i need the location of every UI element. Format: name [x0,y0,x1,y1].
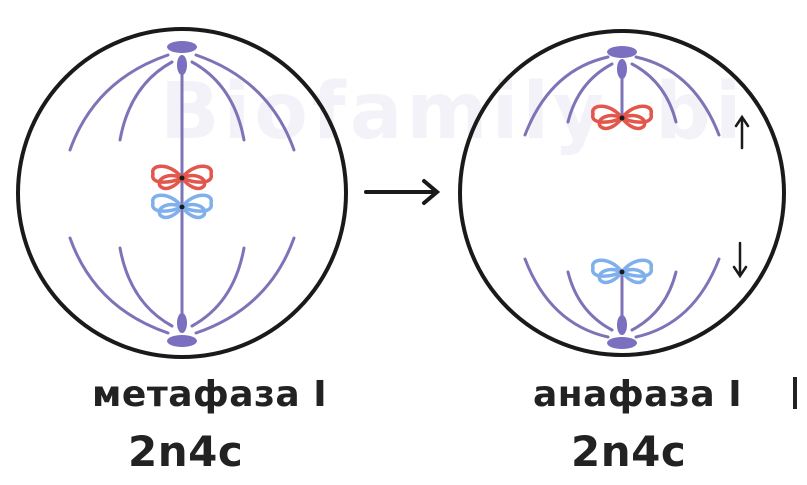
centromere-red [179,175,185,181]
spindle-pole-top [607,46,637,79]
formula-label-metaphase: 2n4c [128,427,244,476]
spindle-pole-top [167,41,197,75]
arrow-up-icon [734,114,750,150]
centromere-red [619,115,625,121]
centromere-blue [619,269,625,275]
spindle-pole-bottom [167,313,197,347]
cropped-edge-mark [793,377,797,409]
spindle-fibers-upper [523,55,721,137]
chromosome-blue [151,193,213,220]
spindle-pole-bottom [607,315,637,349]
spindle-fibers-lower [68,236,296,335]
cell-membrane [16,27,348,359]
phase-label-anaphase: анафаза I [533,374,743,415]
anaphase-cell [458,29,786,357]
cell-membrane [458,29,786,357]
phase-label-metaphase: метафаза I [92,374,328,415]
watermark: Biofamily [160,67,608,157]
metaphase-cell [16,27,348,359]
centromere-blue [179,204,185,210]
spindle-fibers-upper [68,53,296,152]
transition-arrow [364,179,441,205]
chromosome-blue [591,258,653,285]
chromosome-red [591,104,653,131]
arrow-down-icon [732,241,748,279]
spindle-fibers-lower [523,257,721,339]
chromosome-red [151,164,213,191]
watermark-repeat: bi [655,67,746,157]
formula-label-anaphase: 2n4c [571,427,687,476]
